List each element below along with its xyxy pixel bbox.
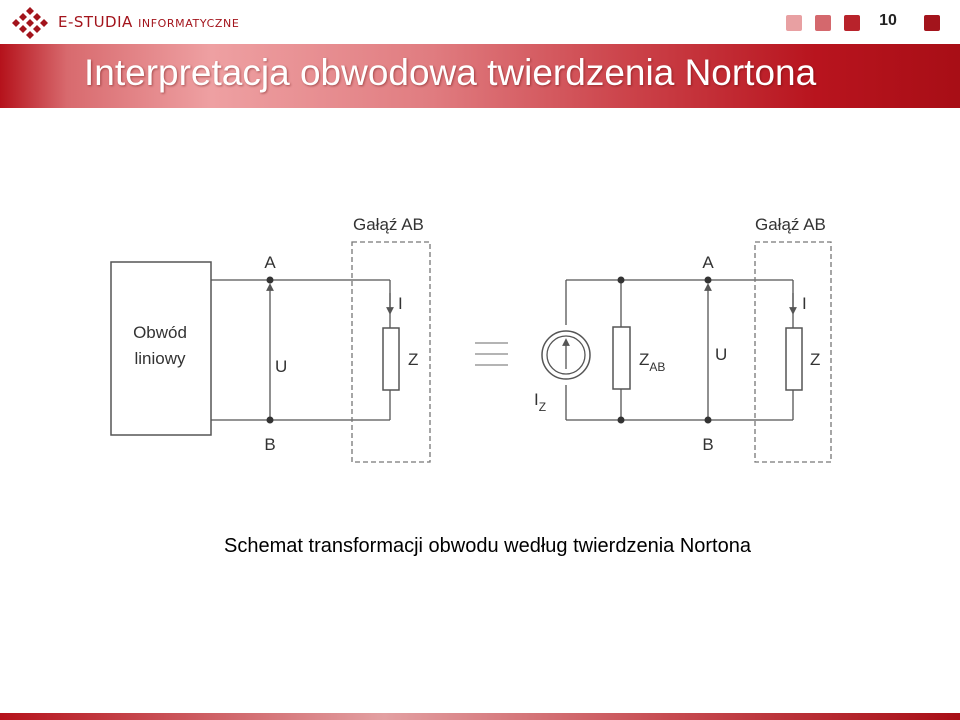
nav-square-4[interactable] [924,15,940,31]
equivalence-symbol [475,342,508,366]
branch-ab-right [754,241,832,463]
page-number: 10 [879,12,897,29]
current-source-outer [541,330,591,380]
nav-square-1[interactable] [786,15,802,31]
title-bar [0,44,960,108]
source-current-label: IZ [534,390,546,414]
logo-main: E-STUDIA [58,13,133,31]
node-b-left [266,416,274,424]
zab-label: ZAB [639,350,665,374]
linear-circuit-box [110,261,212,436]
current-source-inner [546,335,586,375]
node-top-zab [617,276,625,284]
impedance-zab [612,326,631,390]
impedance-z-right [785,327,803,391]
box-label-line1: Obwód [133,323,187,342]
diagram-caption: Schemat transformacji obwodu według twie… [224,535,751,557]
nav-square-2[interactable] [815,15,831,31]
node-b-right-label: B [702,435,713,454]
node-a-left-label: A [264,253,276,272]
impedance-left-label: Z [408,350,418,369]
logo: E-STUDIA INFORMATYCZNE [10,4,270,40]
branch-ab-left [351,241,431,463]
logo-sub: INFORMATYCZNE [138,17,240,30]
node-a-right-label: A [702,253,714,272]
branch-left-label: Gałąź AB [353,215,424,234]
logo-icon [12,7,48,39]
left-circuit [110,241,431,463]
box-label-line2: liniowy [134,349,186,368]
voltage-left-label: U [275,357,287,376]
node-b-right [704,416,712,424]
node-b-left-label: B [264,435,275,454]
node-a-right [704,276,712,284]
norton-diagram: Obwód liniowy A B U I Z Gałąź AB IZ ZAB … [110,215,832,463]
branch-right-label: Gałąź AB [755,215,826,234]
nav-square-3[interactable] [844,15,860,31]
current-right-label: I [802,294,807,313]
right-circuit [541,241,832,463]
page-title: Interpretacja obwodowa twierdzenia Norto… [84,52,817,93]
logo-text: E-STUDIA INFORMATYCZNE [58,13,239,31]
node-bottom-zab [617,416,625,424]
voltage-right-label: U [715,345,727,364]
current-left-label: I [398,294,403,313]
impedance-z-left [382,327,400,391]
impedance-right-label: Z [810,350,820,369]
node-a-left [266,276,274,284]
bottom-bar [0,713,960,720]
